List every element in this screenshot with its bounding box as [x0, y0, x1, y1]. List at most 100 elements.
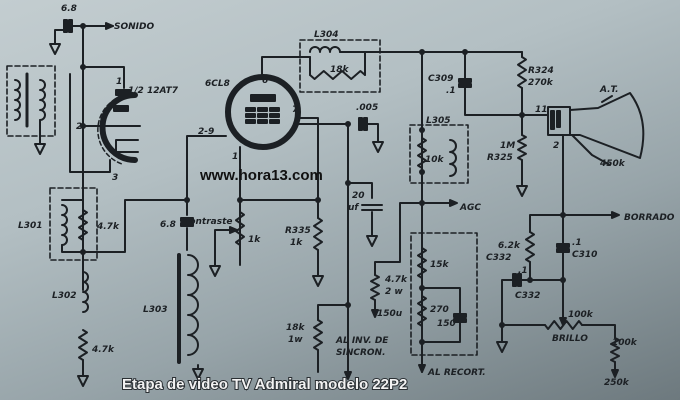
label-al-recort: AL RECORT. [427, 368, 486, 378]
resistor [517, 134, 527, 161]
label-c20-unit: uf [348, 203, 359, 213]
wire [186, 135, 227, 201]
label-crt-450k: 450k [599, 159, 626, 169]
label-r18k-w: 1w [288, 335, 303, 345]
label-c309: C309 [428, 74, 453, 84]
label-l302: L302 [52, 291, 77, 301]
arrow-icon [559, 317, 567, 326]
resistor [544, 320, 583, 330]
tube-envelope-12at7 [99, 92, 138, 163]
label-contraste: contraste [184, 217, 233, 227]
caption-title: Etapa de video TV Admiral modelo 22P2 [122, 376, 407, 393]
tube-grid [245, 119, 256, 124]
tube-grid [269, 113, 280, 118]
inductor-coil [82, 271, 89, 313]
shield-box [299, 39, 381, 93]
label-r62k: 6.2k [498, 241, 521, 251]
arrow-icon [418, 364, 426, 373]
electrolytic-capacitor [361, 204, 383, 211]
inductor-coil [187, 254, 199, 356]
capacitor [458, 83, 472, 88]
label-pin: 1 [232, 152, 238, 162]
label-r-l305: 10k [425, 155, 445, 165]
shield-box [6, 65, 56, 137]
label-pin: 3 [112, 173, 118, 183]
label-r335-value: 1k [290, 238, 303, 248]
tube-shield [97, 95, 123, 165]
tube-grid [269, 119, 280, 124]
tube-grid [257, 107, 268, 112]
anode-cap [601, 95, 613, 103]
wire [261, 56, 311, 78]
label-brillo: BRILLO [552, 334, 588, 344]
wire [82, 66, 125, 89]
wire [54, 29, 65, 41]
label-r324: R324 [528, 66, 554, 76]
resistor [313, 217, 323, 251]
label-brillo-value: 100k [568, 310, 594, 320]
label-crt-pin: 2 [553, 141, 559, 151]
capacitor [556, 243, 570, 248]
arrow-icon [344, 371, 352, 380]
arrow-icon [611, 369, 619, 378]
tube-grid [257, 119, 268, 124]
ground-icon [77, 371, 89, 387]
tube-grid [113, 105, 129, 112]
label-r335: R335 [285, 226, 311, 236]
resistor [309, 70, 366, 80]
tube-grid [269, 107, 280, 112]
resistor [78, 209, 88, 241]
capacitor [556, 248, 570, 253]
label-c332-value: .1 [518, 266, 528, 276]
tube-grid [257, 113, 268, 118]
label-c005: .005 [356, 103, 378, 113]
ground-icon [366, 231, 378, 247]
label-tube-6cl8: 6CL8 [205, 79, 230, 89]
label-c310-value: .1 [572, 238, 582, 248]
shield-box [410, 232, 478, 356]
tube-plate [115, 89, 131, 96]
resistor [313, 319, 323, 351]
label-crt-pin: 11 [535, 105, 548, 115]
arrow-icon [229, 226, 238, 234]
crt-lead [571, 134, 611, 166]
wire [421, 321, 461, 343]
label-r18k: 18k [286, 323, 306, 333]
tube-grid [245, 113, 256, 118]
resistor [370, 274, 380, 301]
label-pin: 2-9 [198, 127, 214, 137]
wire [317, 304, 349, 321]
label-l305: L305 [426, 116, 451, 126]
inductor-coil [61, 204, 68, 246]
label-r-l301: 4.7k [96, 222, 120, 232]
resistor [78, 329, 88, 361]
label-sonido: SONIDO [114, 22, 154, 32]
label-r15k: 15k [430, 260, 450, 270]
resistor [235, 211, 245, 246]
label-c-l303: 6.8 [160, 220, 176, 230]
shield-box [409, 124, 469, 184]
wire [347, 182, 373, 199]
arrow-icon [449, 199, 458, 207]
junction-node [80, 249, 86, 255]
label-c309-value: .1 [446, 86, 456, 96]
label-tube-12at7: 1/2 12AT7 [128, 86, 179, 96]
junction-node [80, 23, 86, 29]
wire [214, 229, 237, 263]
resistor [525, 231, 535, 263]
crt-neck [547, 106, 571, 136]
label-sincron: SINCRON. [336, 348, 386, 358]
label-pin: 6 [262, 76, 268, 86]
label-pin: 2 [76, 122, 82, 132]
wire [366, 123, 379, 139]
shield-box [49, 187, 98, 261]
label-150u: 150u [377, 309, 403, 319]
capacitor [63, 19, 68, 33]
ground-icon [516, 181, 528, 197]
ground-icon [496, 337, 508, 353]
label-r-l302: 4.7k [91, 345, 115, 355]
wire [295, 117, 319, 219]
label-c332-b: C332 [515, 291, 540, 301]
crt-electrode [550, 110, 555, 130]
